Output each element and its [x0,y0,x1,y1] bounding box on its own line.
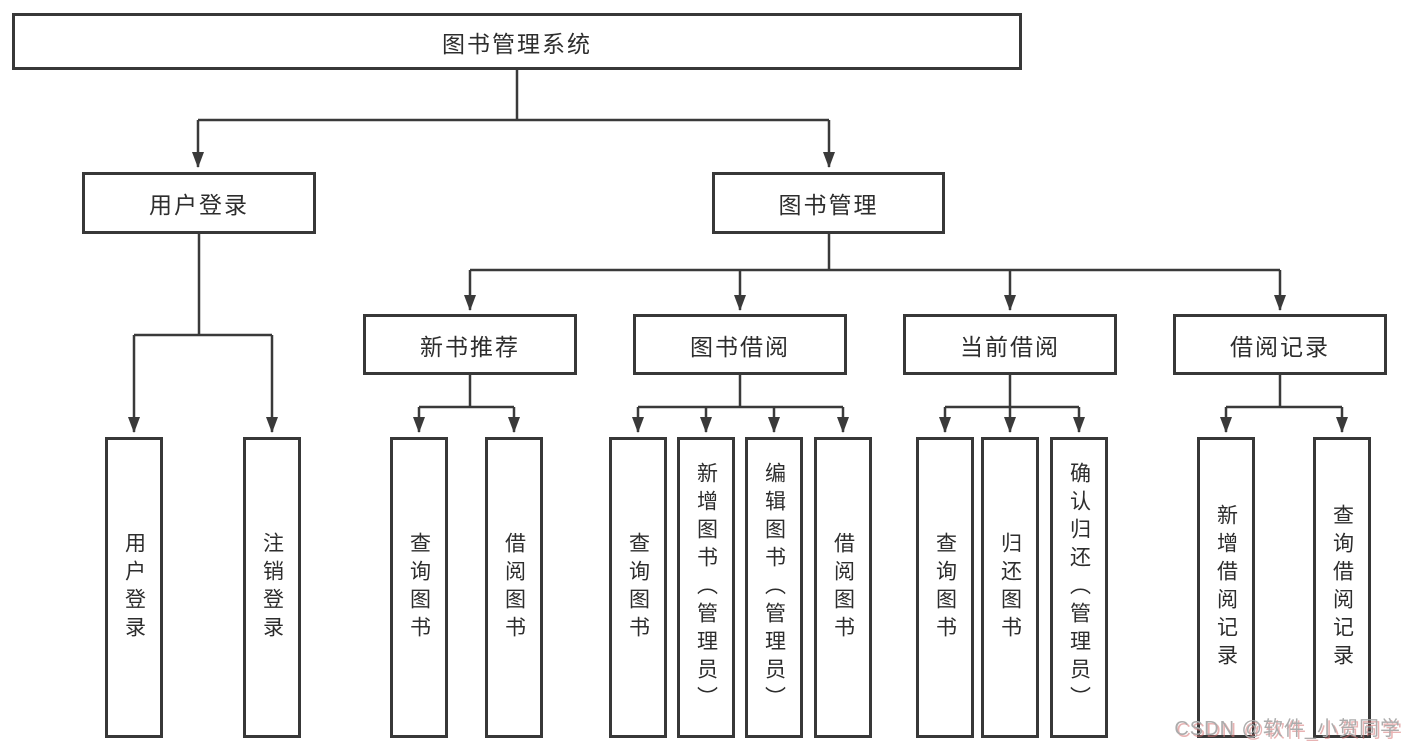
leaf-user-login: 用户登录 [105,437,163,738]
leaf-borrow-query-books: 查询图书 [609,437,667,738]
leaf-newbooks-query-books: 查询图书 [390,437,448,738]
connector-spines [134,70,1342,409]
node-new-book-recommend-label: 新书推荐 [420,333,520,360]
leaf-confirm-return-admin-label: 确认归还（管理员） [1067,461,1091,714]
node-book-management-label: 图书管理 [778,192,879,218]
node-current-borrow-label: 当前借阅 [960,333,1060,360]
node-new-book-recommend: 新书推荐 [363,314,577,375]
node-root-system: 图书管理系统 [12,13,1022,70]
leaf-query-borrow-record-label: 查询借阅记录 [1330,503,1354,672]
leaf-borrow-query-books-label: 查询图书 [626,531,650,644]
node-borrow-records: 借阅记录 [1173,314,1387,375]
leaf-edit-book-admin: 编辑图书（管理员） [745,437,803,738]
leaf-logout: 注销登录 [243,437,301,738]
leaf-borrow-book: 借阅图书 [814,437,872,738]
leaf-return-book: 归还图书 [981,437,1039,738]
leaf-borrow-book-label: 借阅图书 [831,531,855,644]
node-root-label: 图书管理系统 [442,30,592,57]
node-book-management: 图书管理 [712,172,945,234]
leaf-edit-book-admin-label: 编辑图书（管理员） [762,461,786,714]
node-current-borrow: 当前借阅 [903,314,1117,375]
leaf-user-login-label: 用户登录 [122,531,146,644]
leaf-query-borrow-record: 查询借阅记录 [1313,437,1371,738]
leaf-current-query-books-label: 查询图书 [933,531,957,644]
node-book-borrow: 图书借阅 [633,314,847,375]
leaf-add-book-admin: 新增图书（管理员） [677,437,735,738]
leaf-current-query-books: 查询图书 [916,437,974,738]
leaf-logout-label: 注销登录 [260,531,284,644]
leaf-newbooks-borrow-books-label: 借阅图书 [502,531,526,644]
leaf-add-book-admin-label: 新增图书（管理员） [694,461,718,714]
leaf-newbooks-borrow-books: 借阅图书 [485,437,543,738]
leaf-newbooks-query-books-label: 查询图书 [407,531,431,644]
node-borrow-records-label: 借阅记录 [1230,333,1330,360]
leaf-return-book-label: 归还图书 [998,531,1022,644]
node-book-borrow-label: 图书借阅 [690,333,790,360]
leaf-add-borrow-record: 新增借阅记录 [1197,437,1255,738]
csdn-watermark: CSDN @软件_小贺同学 [1174,718,1401,740]
node-user-login: 用户登录 [82,172,316,234]
leaf-add-borrow-record-label: 新增借阅记录 [1214,503,1238,672]
node-user-login-label: 用户登录 [149,192,249,218]
leaf-confirm-return-admin: 确认归还（管理员） [1050,437,1108,738]
